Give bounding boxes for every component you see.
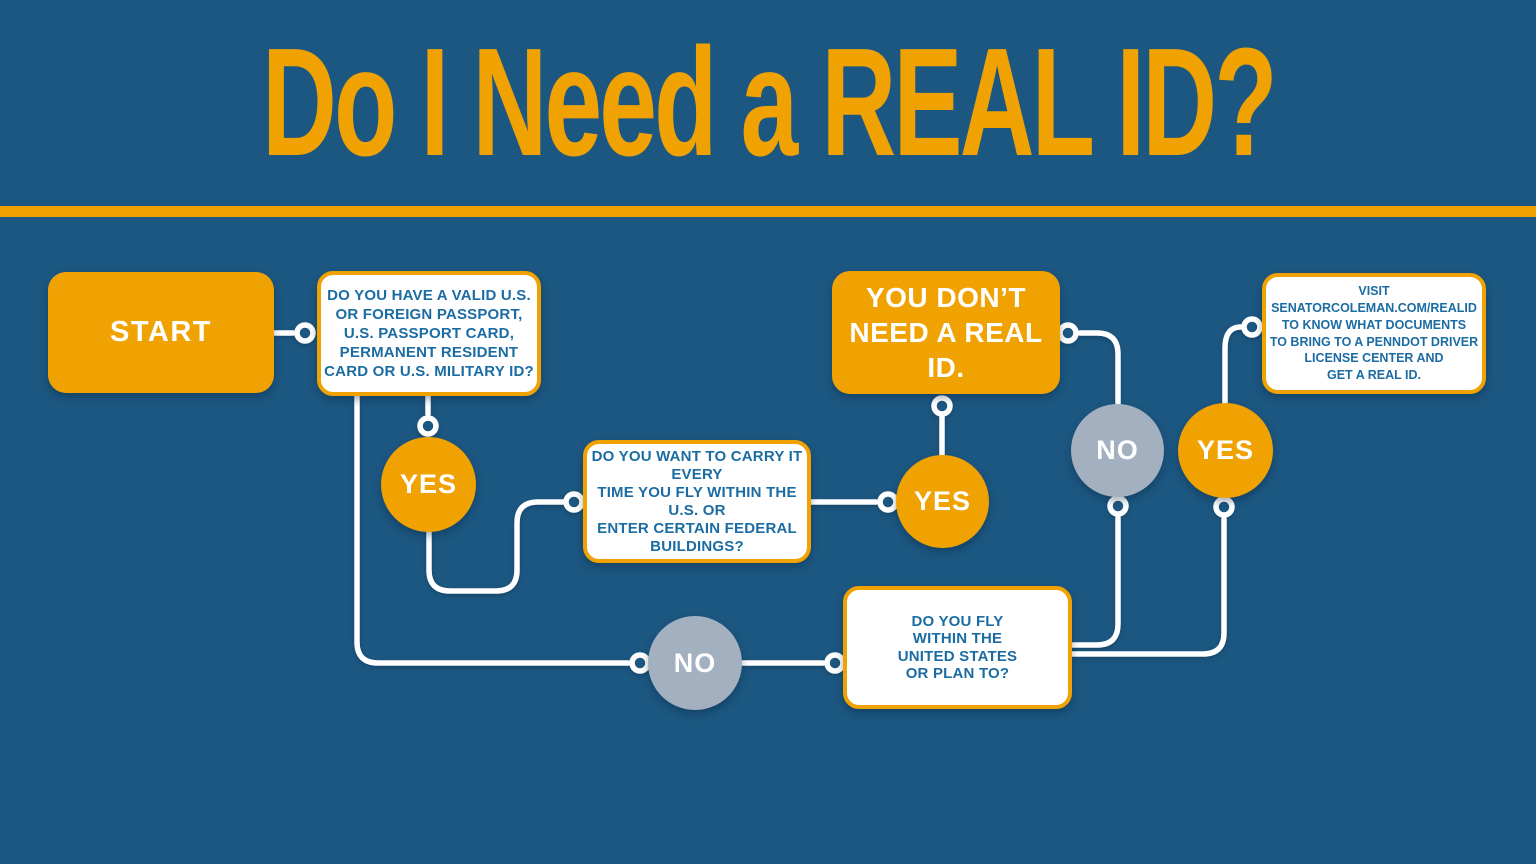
connector-endpoint-ring: [563, 491, 585, 513]
no-real-id-needed-result-box: YOU DON’T NEED A REAL ID.: [832, 271, 1060, 394]
connector-endpoint-ring: [1057, 322, 1079, 344]
connector-passport-question-to-no: [354, 393, 631, 666]
connector-endpoint-ring: [1107, 495, 1129, 517]
connector-yes-fly-to-visit: [1222, 324, 1244, 407]
visit-penndot-result-box: VISIT SENATORCOLEMAN.COM/REALID TO KNOW …: [1262, 273, 1486, 394]
connector-endpoint-ring: [931, 395, 953, 417]
yes-answer-fly-circle: YES: [1178, 403, 1273, 498]
carry-question-box: DO YOU WANT TO CARRY IT EVERY TIME YOU F…: [583, 440, 811, 563]
connector-endpoint-ring: [294, 322, 316, 344]
connector-endpoint-ring: [417, 415, 439, 437]
connector-endpoint-ring: [824, 652, 846, 674]
connector-yes-passport-to-carry-question: [426, 499, 566, 594]
fly-question-box: DO YOU FLY WITHIN THE UNITED STATES OR P…: [843, 586, 1072, 709]
no-answer-fly-circle: NO: [1071, 404, 1164, 497]
connector-endpoint-ring: [1241, 316, 1263, 338]
yes-answer-carry-circle: YES: [896, 455, 989, 548]
connector-endpoint-ring: [877, 491, 899, 513]
passport-question-box: DO YOU HAVE A VALID U.S. OR FOREIGN PASS…: [317, 271, 541, 396]
header: Do I Need a REAL ID?: [0, 0, 1536, 206]
page-title: Do I Need a REAL ID?: [261, 16, 1278, 189]
connector-endpoint-ring: [629, 652, 651, 674]
no-answer-carry-circle: NO: [648, 616, 742, 710]
connector-fly-question-to-no: [1069, 515, 1121, 648]
yes-answer-passport-circle: YES: [381, 437, 476, 532]
connector-no-fly-to-no-need: [1077, 330, 1121, 408]
start-node: START: [48, 272, 274, 393]
connector-fly-question-to-yes: [1069, 516, 1227, 657]
connector-endpoint-ring: [1213, 496, 1235, 518]
title-divider: [0, 206, 1536, 217]
